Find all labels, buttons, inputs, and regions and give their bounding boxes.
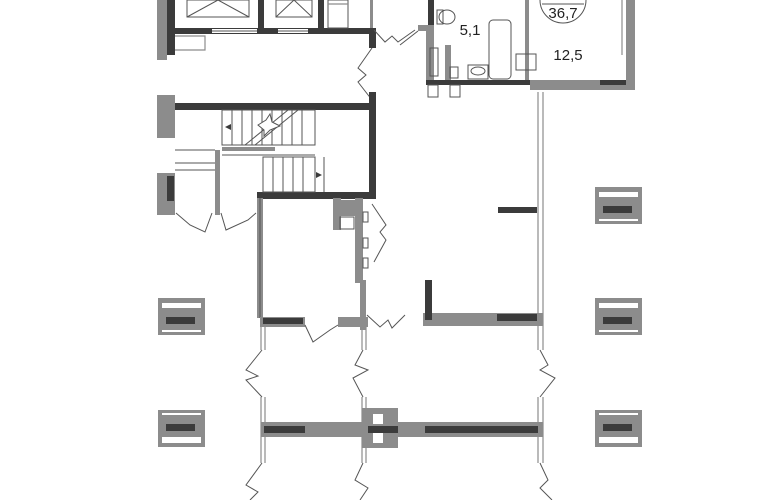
corridor-walls: [257, 198, 543, 343]
door-swing: [373, 29, 416, 43]
door-swing: [220, 212, 257, 231]
door-swing: [245, 462, 263, 500]
elevator-shaft: [275, 0, 313, 18]
apartment: 36,7 5,1 12,5: [399, 0, 635, 98]
sink-icon: [467, 64, 489, 80]
area-badge: [539, 0, 587, 24]
vent-unit: [595, 187, 642, 224]
stairwell: [157, 92, 376, 233]
door-swing: [304, 324, 339, 343]
stair-flight: [262, 156, 325, 193]
door-swing: [352, 349, 370, 398]
room-area-label: 12,5: [553, 47, 582, 64]
total-area-label: 36,7: [548, 5, 577, 22]
vent-unit: [595, 410, 642, 447]
glazing-lines: [245, 92, 556, 500]
door-swing: [354, 462, 369, 500]
elevator-shaft: [186, 0, 250, 18]
bottom-wall: [261, 408, 543, 448]
toilet-icon: [436, 9, 456, 25]
vent-unit: [158, 410, 205, 447]
washbasin-icon: [515, 53, 537, 71]
bathroom-area-label: 5,1: [460, 22, 481, 39]
door-swing: [175, 212, 213, 233]
door-swing: [366, 314, 406, 329]
door-swing: [357, 47, 373, 101]
door-swing: [539, 462, 553, 500]
vent-unit: [595, 298, 642, 335]
elevator-core: [157, 0, 416, 101]
vent-unit: [158, 298, 205, 335]
door-swing: [539, 349, 556, 398]
door-swing: [245, 349, 263, 398]
stair-flight: [221, 109, 316, 146]
door-swing: [371, 203, 387, 263]
bathtub-icon: [488, 19, 512, 80]
